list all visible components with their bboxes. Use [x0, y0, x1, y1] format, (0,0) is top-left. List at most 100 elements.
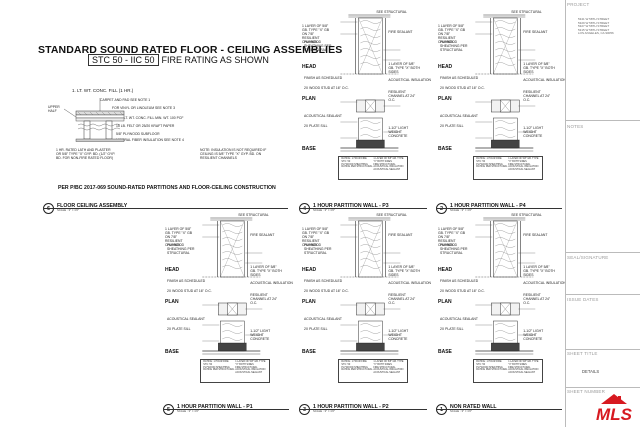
- plywood-sheathing-label: PLYWOOD SHEATHING PER STRUCTURAL: [440, 243, 468, 255]
- base-label: BASE: [302, 146, 316, 152]
- resilient-label: RESILIENT CHANNEL AT 24" O.C.: [250, 293, 278, 305]
- detail-scale: SCALE : 3" = 1'0": [177, 409, 199, 413]
- detail-title-text: 1 HOUR PARTITION WALL - P2: [313, 404, 389, 410]
- lath-label: 1 HR. RATED LATH AND PLASTER OR 5/8" TYP…: [56, 148, 116, 160]
- per-note: PER P/BC 2017-069 SOUND-RATED PARTITIONS…: [58, 185, 276, 191]
- address-line: 5315 W 58TH STREET: [578, 27, 610, 32]
- spec-row: STC: 50: [203, 362, 213, 366]
- head-label: HEAD: [438, 267, 453, 273]
- spec-row: FIRE STRUCTURAL: [235, 365, 258, 369]
- sealant-label: ACOUSTICAL SEALANT: [304, 114, 342, 118]
- detail-scale: SCALE : 3" = 1'0": [450, 208, 472, 212]
- detail-scale: SCALE : 3" = 1'0": [450, 409, 472, 413]
- floor-assembly-drawing: [63, 98, 125, 142]
- spec-row: STC: 50: [341, 362, 351, 366]
- address-line: 5329 W 58TH STREET: [578, 20, 610, 25]
- structural-label: SEE STRUCTURAL: [511, 213, 542, 217]
- spec-row: ACOUSTICAL INSULATION: [235, 368, 266, 372]
- spec-row: PLYWOOD SHEATHING: [341, 365, 368, 369]
- spec-row: 1 LAYER OF 5/8" GB. TYPE "X" BOTH SIDES: [373, 360, 404, 366]
- spec-row: 1 LAYER OF 5/8" GB. TYPE "X" BOTH SIDES: [235, 360, 266, 366]
- plan-label: PLAN: [165, 299, 179, 305]
- gyp-left-label: 1 LAYER OF 5/8" GB. TYPE "X" GB ON 7/8" …: [302, 24, 330, 44]
- title-underline: [436, 208, 562, 209]
- sheet-title: STANDARD SOUND RATED FLOOR - CEILING ASS…: [38, 44, 343, 56]
- upper-half-label: UPPER HALF: [48, 105, 60, 113]
- gyp-left-label: 1 LAYER OF 5/8" GB. TYPE "X" GB ON 7/8" …: [302, 227, 330, 247]
- detail-scale: SCALE : 3" = 1'0": [313, 409, 335, 413]
- mineral-label: MINERAL FIBER INSULATION SEE NOTE 4: [116, 138, 184, 142]
- base-label: BASE: [302, 349, 316, 355]
- head-label: HEAD: [438, 64, 453, 70]
- fire-sealant-label: FIRE SEALANT: [388, 233, 413, 237]
- sealant-label: ACOUSTICAL SEALANT: [167, 317, 205, 321]
- resilient-label: RESILIENT CHANNEL AT 24" O.C.: [523, 90, 551, 102]
- spec-row: FIRE STRUCTURAL: [508, 365, 531, 369]
- detail-title-text: 1 HOUR PARTITION WALL - P3: [313, 203, 389, 209]
- sheet-title-value: DETAILS: [582, 369, 600, 374]
- sealant-label: ACOUSTICAL SEALANT: [304, 317, 342, 321]
- structural-label: SEE STRUCTURAL: [238, 213, 269, 217]
- wall-section-drawing: [340, 217, 401, 355]
- resilient-label: RESILIENT CHANNEL AT 24" O.C.: [523, 293, 551, 305]
- finish-label: FINISH AS SCHEDULED: [304, 279, 343, 283]
- plywood-sheathing-label: PLYWOOD SHEATHING PER STRUCTURAL: [440, 40, 468, 52]
- title-underline: [43, 208, 288, 209]
- title-underline: [299, 208, 427, 209]
- spec-row: 1 LAYER OF 5/8" GB. TYPE "X" BOTH SIDES: [373, 157, 404, 163]
- head-label: HEAD: [302, 64, 317, 70]
- tb-divider: [565, 252, 640, 253]
- gyp-left-label: 1 LAYER OF 5/8" GB. TYPE "X" GB ON 7/8" …: [438, 227, 466, 247]
- spec-row: ACOUSTICAL INSULATION: [373, 165, 404, 169]
- mls-logo-icon: MLS: [596, 394, 633, 423]
- wood-studs-label: 2X WOOD STUD AT 16" O.C.: [440, 289, 485, 293]
- logo-roof: [601, 394, 627, 404]
- plan-label: PLAN: [302, 299, 316, 305]
- spec-row: RATING: 1 HOUR FIRE: [341, 157, 367, 160]
- spec-row: FIRE STRUCTURAL: [373, 162, 396, 166]
- spec-row: PLYWOOD SHEATHING: [476, 162, 503, 166]
- finish-label: FINISH AS SCHEDULED: [440, 279, 479, 283]
- vinyl-label: FOR VINYL OR LINOLEUM SEE NOTE 3: [112, 106, 175, 110]
- concrete-label: 1-1/2" LIGHT WEIGHT CONCRETE: [523, 126, 544, 138]
- tb-seal: SEAL/SIGNATURE: [567, 255, 609, 260]
- spec-row: ACOUSTICAL SEALANT: [508, 371, 536, 375]
- felt-label: 15 LB. FELT OR 25/20 KRAFT PAPER: [116, 124, 175, 128]
- address-line: 5327 W 58TH STREET: [578, 24, 610, 29]
- plan-label: PLAN: [302, 96, 316, 102]
- spec-row: STC: 50: [476, 159, 486, 163]
- plan-label: PLAN: [438, 299, 452, 305]
- spec-row: STC: 50: [341, 159, 351, 163]
- wall-section-drawing: [475, 14, 536, 152]
- wall-detail-p4: SEE STRUCTURAL 1 LAYER OF 5/8" GB. TYPE "…: [436, 10, 566, 190]
- wall-section-drawing: [202, 217, 263, 355]
- concrete-label: 1-1/2" LIGHT WEIGHT CONCRETE: [388, 329, 409, 341]
- structural-label: SEE STRUCTURAL: [511, 10, 542, 14]
- wood-studs-label: 2X WOOD STUD AT 16" O.C.: [167, 289, 212, 293]
- sealant-label: ACOUSTICAL SEALANT: [440, 317, 478, 321]
- spec-row: ACOUSTICAL SEALANT: [373, 168, 401, 172]
- insulation-note: NOTE: INSULATION IS NOT REQUIRED IF CEIL…: [200, 148, 267, 160]
- plan-label: PLAN: [438, 96, 452, 102]
- logo-text: MLS: [596, 405, 633, 423]
- spec-row: PLYWOOD SHEATHING: [203, 365, 230, 369]
- gyp-left-label: 1 LAYER OF 5/8" GB. TYPE "X" GB ON 7/8" …: [165, 227, 193, 247]
- fire-sealant-label: FIRE SEALANT: [250, 233, 275, 237]
- wall-section-drawing: [475, 217, 536, 355]
- gyp-right-label: 1 LAYER OF 5/8" GB. TYPE "X" BOTH SIDES: [523, 62, 555, 74]
- spec-row: ACOUSTICAL INSULATION: [508, 165, 539, 169]
- spec-row: RATING: 1 HOUR FIRE: [476, 157, 502, 160]
- acoustical-label: ACOUSTICAL INSULATION: [388, 281, 431, 285]
- fire-sealant-label: FIRE SEALANT: [523, 233, 548, 237]
- concrete-label: 1-1/2" LIGHT WEIGHT CONCRETE: [388, 126, 409, 138]
- stc-rating-box: STC 50 - IIC 50: [88, 54, 159, 66]
